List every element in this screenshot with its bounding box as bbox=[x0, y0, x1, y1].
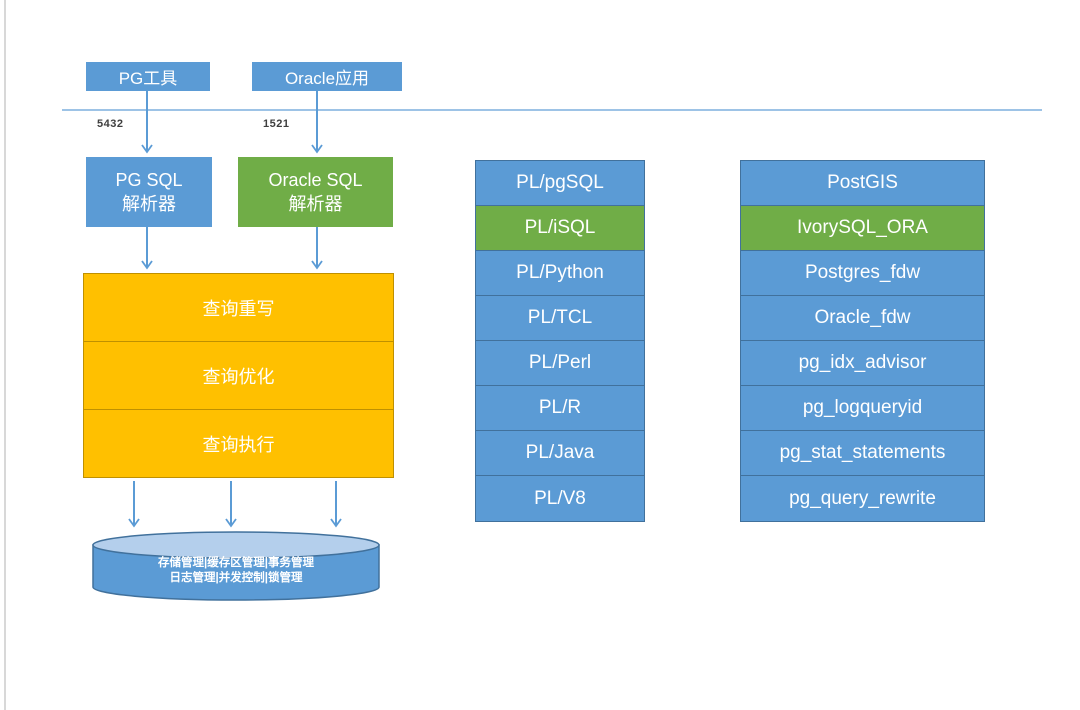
oracle-sql-parser-line1: Oracle SQL bbox=[268, 169, 363, 190]
client-box-pg-tools: PG工具 bbox=[86, 62, 210, 91]
cylinder-shape bbox=[92, 531, 380, 601]
pl-language-row: PL/V8 bbox=[476, 476, 644, 521]
oracle-sql-parser-box: Oracle SQL 解析器 bbox=[238, 157, 393, 227]
network-boundary-line bbox=[62, 109, 1042, 111]
extension-row: PostGIS bbox=[741, 161, 984, 206]
extension-row: IvorySQL_ORA bbox=[741, 206, 984, 251]
pipeline-stage-execute: 查询执行 bbox=[83, 409, 394, 478]
extension-row: Oracle_fdw bbox=[741, 296, 984, 341]
pl-language-row: PL/iSQL bbox=[476, 206, 644, 251]
extension-row: Postgres_fdw bbox=[741, 251, 984, 296]
pg-sql-parser-box: PG SQL 解析器 bbox=[86, 157, 212, 227]
pl-language-row: PL/TCL bbox=[476, 296, 644, 341]
extension-row: pg_query_rewrite bbox=[741, 476, 984, 521]
extension-row: pg_stat_statements bbox=[741, 431, 984, 476]
pipeline-stage-optimize: 查询优化 bbox=[83, 341, 394, 410]
pl-language-row: PL/Java bbox=[476, 431, 644, 476]
extensions-column: PostGIS IvorySQL_ORA Postgres_fdw Oracle… bbox=[740, 160, 985, 522]
oracle-sql-parser-line2: 解析器 bbox=[288, 194, 343, 214]
pipeline-stage-rewrite: 查询重写 bbox=[83, 273, 394, 342]
pg-port-label: 5432 bbox=[97, 118, 124, 130]
extension-row: pg_idx_advisor bbox=[741, 341, 984, 386]
storage-cylinder: 存储管理|缓存区管理|事务管理 日志管理|并发控制|锁管理 bbox=[92, 530, 380, 602]
storage-cylinder-label: 存储管理|缓存区管理|事务管理 日志管理|并发控制|锁管理 bbox=[92, 556, 380, 586]
pl-language-row: PL/Perl bbox=[476, 341, 644, 386]
pg-sql-parser-line2: 解析器 bbox=[122, 194, 176, 214]
pg-sql-parser-line1: PG SQL bbox=[115, 169, 183, 190]
pl-language-row: PL/Python bbox=[476, 251, 644, 296]
extension-row: pg_logqueryid bbox=[741, 386, 984, 431]
client-box-oracle-app: Oracle应用 bbox=[252, 62, 402, 91]
query-pipeline: 查询重写 查询优化 查询执行 bbox=[83, 273, 394, 478]
pl-languages-column: PL/pgSQL PL/iSQL PL/Python PL/TCL PL/Per… bbox=[475, 160, 645, 522]
oracle-port-label: 1521 bbox=[263, 118, 290, 130]
page-edge-line bbox=[4, 0, 6, 710]
storage-label-line1: 存储管理|缓存区管理|事务管理 bbox=[158, 557, 314, 569]
pl-language-row: PL/R bbox=[476, 386, 644, 431]
pl-language-row: PL/pgSQL bbox=[476, 161, 644, 206]
storage-label-line2: 日志管理|并发控制|锁管理 bbox=[169, 572, 303, 584]
